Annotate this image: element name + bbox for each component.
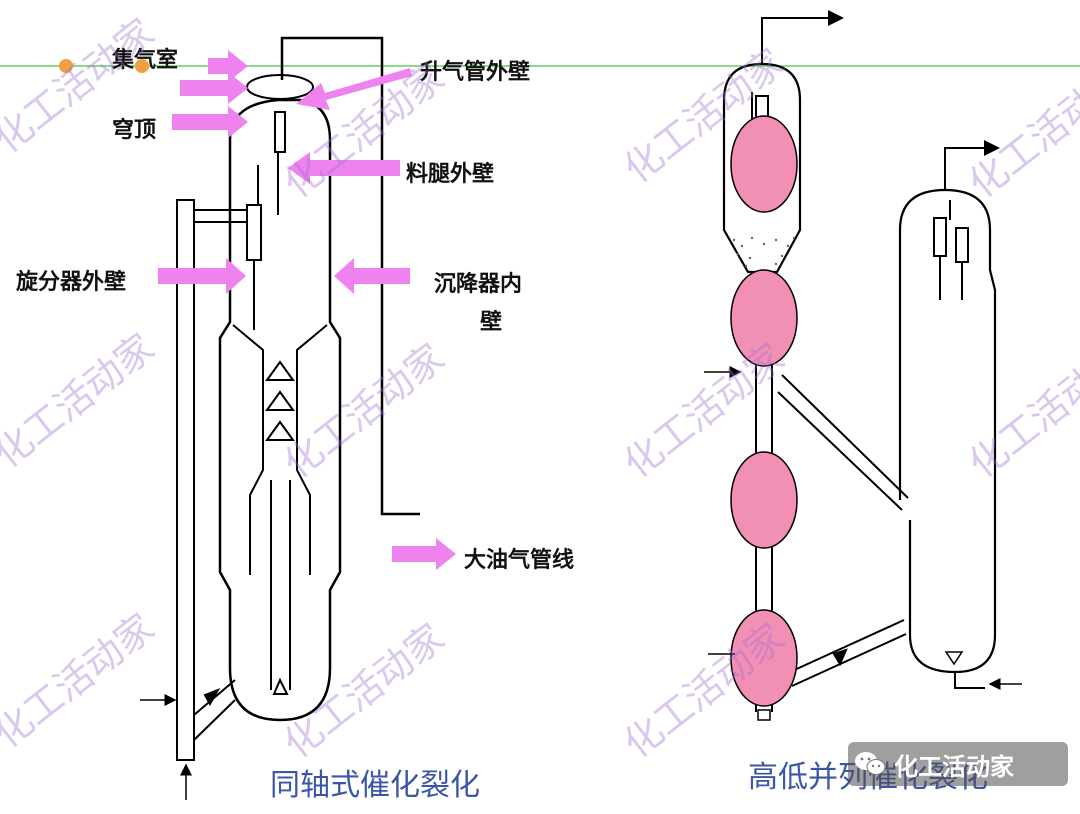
- pointer-arrows: [158, 50, 456, 570]
- catalyst-bed: [732, 236, 796, 268]
- wechat-badge: 化工活动家: [848, 742, 1068, 786]
- coaxial-unit: [176, 36, 420, 761]
- baffle-triangle: [272, 677, 289, 695]
- orange-dot: [135, 59, 149, 73]
- label-cyclone-outer-wall: 旋分器外壁: [16, 270, 127, 295]
- baffle-triangle: [265, 390, 295, 411]
- label-plenum: 集气室: [112, 48, 179, 73]
- wechat-icon: [855, 752, 886, 775]
- label-settler-inner-wall-2: 壁: [480, 310, 503, 335]
- badge-text: 化工活动家: [894, 752, 1014, 781]
- baffle-triangle: [265, 420, 295, 441]
- caption-coaxial: 同轴式催化裂化: [270, 768, 480, 803]
- label-vapor-line: 大油气管线: [464, 548, 575, 573]
- label-riser-outer-wall: 升气管外壁: [420, 60, 531, 85]
- riser-bottom: [757, 709, 771, 721]
- highlight-ellipses: [730, 115, 798, 707]
- label-dome: 穹顶: [112, 118, 157, 143]
- orange-dot: [59, 59, 73, 73]
- label-dipleg-outer-wall: 料腿外壁: [406, 162, 495, 187]
- outlet-triangle: [944, 651, 964, 666]
- baffle-triangle: [265, 360, 295, 381]
- label-settler-inner-wall-1: 沉降器内: [434, 272, 523, 297]
